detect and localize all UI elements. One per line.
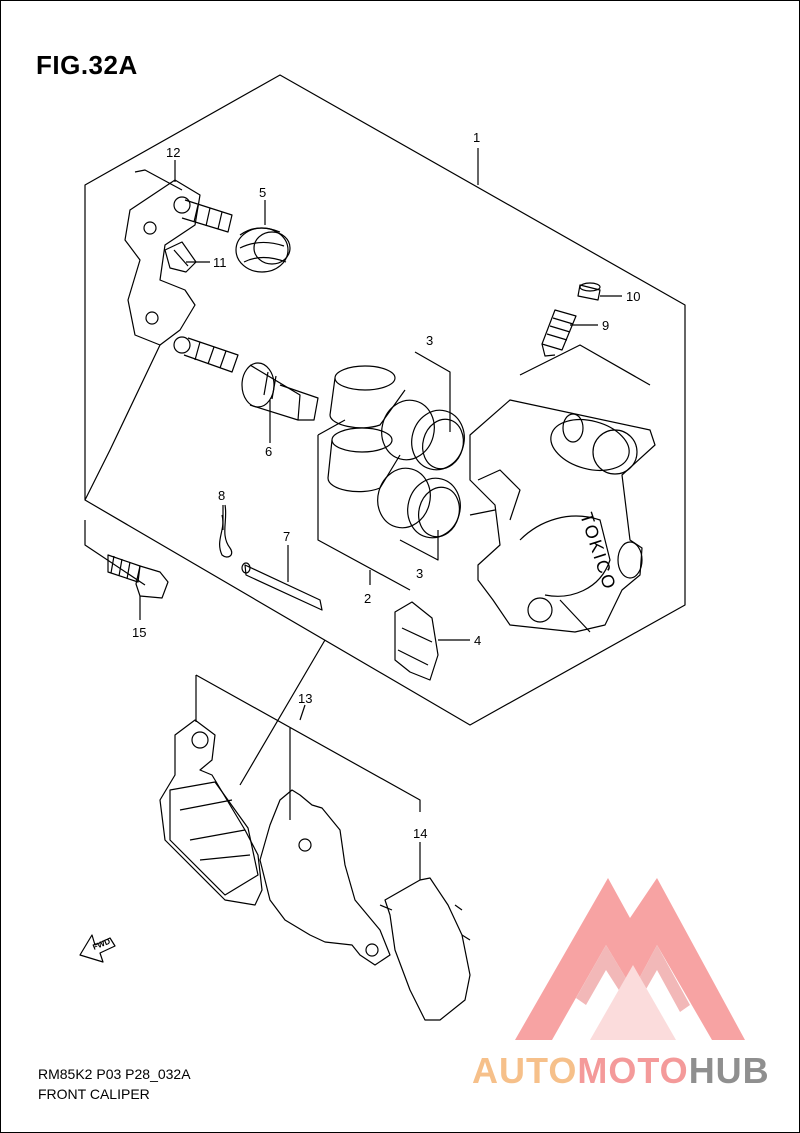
part-label-15: 15 bbox=[132, 625, 146, 640]
watermark-logo-icon bbox=[515, 878, 745, 1040]
pin-upper bbox=[181, 199, 233, 233]
pad-shim-14 bbox=[379, 877, 471, 1021]
part-label-3-lower: 3 bbox=[416, 566, 423, 581]
bleeder-leader bbox=[519, 344, 651, 386]
part-label-4: 4 bbox=[474, 633, 481, 648]
part-label-1: 1 bbox=[473, 130, 480, 145]
part-label-9: 9 bbox=[602, 318, 609, 333]
bleeder-9 bbox=[541, 309, 577, 357]
part-label-7: 7 bbox=[283, 529, 290, 544]
figure-code: RM85K2 P03 P28_032A bbox=[38, 1066, 191, 1082]
figure-name: FRONT CALIPER bbox=[38, 1086, 150, 1102]
watermark-part-3: HUB bbox=[688, 1050, 770, 1091]
bracket-lines-3-lower bbox=[399, 530, 439, 561]
leader-boundary-left bbox=[84, 520, 146, 586]
pad-group-boundary bbox=[195, 674, 421, 820]
part-label-12: 12 bbox=[166, 145, 180, 160]
watermark-part-2: MOTO bbox=[577, 1050, 689, 1091]
part-label-11: 11 bbox=[213, 255, 227, 270]
bolt-15 bbox=[107, 554, 169, 599]
caliper-brand: TOKICO bbox=[576, 510, 620, 593]
clip-8 bbox=[219, 504, 233, 558]
fwd-arrow-icon bbox=[79, 934, 116, 963]
bracket-12 bbox=[124, 169, 201, 346]
leader-boundary-left2 bbox=[84, 344, 161, 501]
clip-11 bbox=[164, 241, 197, 273]
part-label-2: 2 bbox=[364, 591, 371, 606]
brake-pad-13a bbox=[159, 719, 263, 906]
bracket-lines-3-upper bbox=[414, 351, 451, 432]
pad-pin-7 bbox=[241, 562, 323, 611]
part-label-13: 13 bbox=[298, 691, 312, 706]
pad-spring-4 bbox=[394, 601, 439, 681]
watermark-part-1: AUTO bbox=[472, 1050, 578, 1091]
part-label-10: 10 bbox=[626, 289, 640, 304]
boot-6 bbox=[241, 362, 319, 421]
part-label-14: 14 bbox=[413, 826, 427, 841]
bleeder-cap-10 bbox=[577, 282, 601, 301]
caliper-body bbox=[469, 399, 656, 633]
part-label-6: 6 bbox=[265, 444, 272, 459]
boot-5 bbox=[235, 227, 291, 273]
figure-title: FIG.32A bbox=[36, 50, 138, 80]
part-label-5: 5 bbox=[259, 185, 266, 200]
leader-boundary-bottom bbox=[239, 639, 326, 786]
leader-13 bbox=[299, 704, 306, 721]
pistons bbox=[327, 365, 406, 493]
watermark-text: AUTOMOTOHUB bbox=[472, 1050, 770, 1092]
part-label-8: 8 bbox=[218, 488, 225, 503]
brake-pad-13b bbox=[259, 789, 391, 966]
bracket-lines-2 bbox=[317, 419, 411, 591]
pin-lower bbox=[173, 336, 239, 373]
part-label-3-upper: 3 bbox=[426, 333, 433, 348]
